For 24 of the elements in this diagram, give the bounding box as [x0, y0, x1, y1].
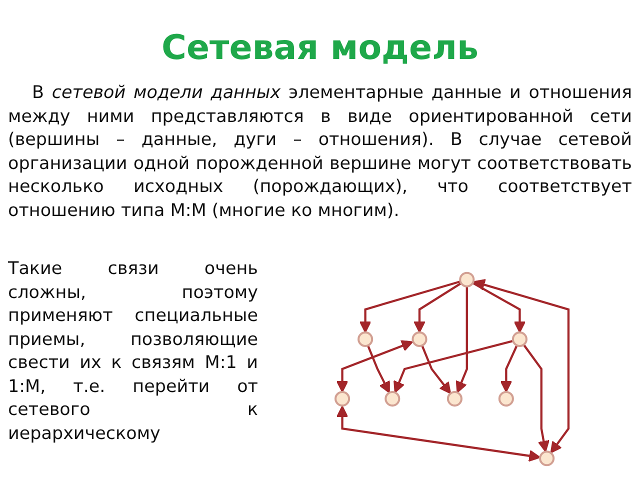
node-circle: [358, 331, 374, 347]
node-circle: [498, 391, 514, 407]
arrow: [472, 282, 526, 333]
node-circle: [512, 331, 528, 347]
arrow: [414, 282, 462, 333]
arrow: [500, 344, 518, 393]
paragraph: В сетевой модели данных элементарные данные и отношения между ними представляются в виде ориентированной сети (вершины – данные, дуги – отношения). В случае сетевой организации одной порожденной вершине могут соответствовать несколько исходных (порождающих), что соответствует отношению типа М:М (многие ко многим).: [8, 82, 632, 222]
arrow: [456, 286, 468, 394]
arrow: [421, 345, 452, 394]
paragraph: Такие связи очень сложны, поэтому применяют специальные приемы, позволяющие свести их к связям М:1 и 1:М, т.е. перейти от сетевого к иерархическому: [8, 258, 258, 446]
arrow: [473, 278, 570, 454]
arrow: [336, 340, 414, 393]
arrow: [366, 345, 390, 394]
title-heading: Сетевая модель: [160, 27, 480, 70]
arrow: [359, 280, 461, 333]
node-circle: [539, 450, 555, 466]
node-circle: [446, 391, 462, 407]
arrow: [522, 344, 550, 452]
node-circle: [412, 331, 428, 347]
node-circle: [459, 272, 475, 288]
arrow: [394, 340, 514, 394]
node-circle: [334, 391, 350, 407]
arrow: [336, 406, 541, 462]
node-circle: [384, 391, 400, 407]
